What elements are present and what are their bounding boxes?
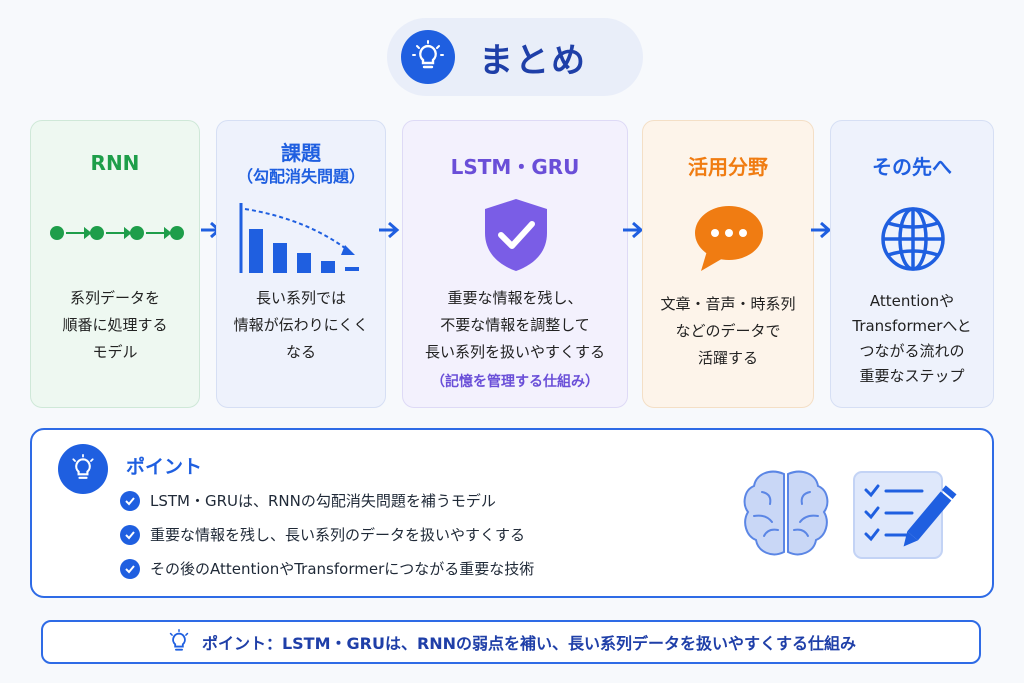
card-lstm-gru-body: 重要な情報を残し、不要な情報を調整して長い系列を扱いやすくする [424, 289, 605, 361]
points-title: ポイント [126, 456, 203, 478]
card-rnn: RNN 系列データを順番に処理するモデル [30, 120, 200, 408]
speech-bubble-icon [695, 206, 763, 271]
checklist-pen-icon [853, 471, 957, 559]
sequence-chain-icon [50, 226, 184, 240]
card-rnn-title: RNN [90, 151, 140, 175]
check-circle-icon [120, 558, 140, 579]
card-problem: 課題 （勾配消失問題） 長い系列では情報が伝わりにくくなる [216, 120, 386, 408]
page-title: まとめ [479, 40, 587, 81]
check-circle-icon [120, 524, 140, 545]
points-panel: ポイント LSTM・GRUは、RNNの勾配消失問題を補うモデル 重要な情報を残し… [30, 428, 994, 598]
lightbulb-icon [401, 30, 455, 84]
summary-title-pill: まとめ [387, 18, 643, 96]
card-applications-body: 文章・音声・時系列などのデータで活躍する [660, 295, 796, 367]
arrow-right-icon [379, 221, 400, 239]
card-problem-title: 課題 [281, 141, 321, 165]
lightbulb-icon [169, 629, 189, 651]
card-lstm-gru-title: LSTM・GRU [450, 155, 580, 179]
footer-text: ポイント：LSTM・GRUは、RNNの弱点を補い、長い系列データを扱いやすくする… [201, 634, 857, 653]
card-next-step-title: その先へ [872, 155, 952, 179]
vanishing-gradient-icon [239, 203, 359, 273]
lightbulb-icon [58, 444, 108, 494]
check-circle-icon [120, 490, 140, 511]
card-rnn-body: 系列データを順番に処理するモデル [62, 289, 168, 361]
arrow-right-icon [811, 221, 832, 239]
card-lstm-gru: LSTM・GRU 重要な情報を残し、不要な情報を調整して長い系列を扱いやすくする… [402, 120, 628, 408]
card-problem-subtitle: （勾配消失問題） [236, 167, 365, 186]
card-applications-title: 活用分野 [688, 155, 768, 179]
card-applications: 活用分野 文章・音声・時系列などのデータで活躍する [642, 120, 814, 408]
footer-summary: ポイント：LSTM・GRUは、RNNの弱点を補い、長い系列データを扱いやすくする… [41, 620, 981, 664]
arrow-right-icon [623, 221, 644, 239]
brain-icon [743, 470, 829, 556]
card-problem-body: 長い系列では情報が伝わりにくくなる [233, 289, 369, 361]
list-item: 重要な情報を残し、長い系列のデータを扱いやすくする [120, 524, 525, 545]
card-lstm-gru-note: （記憶を管理する仕組み） [431, 374, 599, 390]
shield-check-icon [485, 199, 547, 271]
list-item: LSTM・GRUは、RNNの勾配消失問題を補うモデル [120, 490, 496, 511]
list-item: その後のAttentionやTransformerにつながる重要な技術 [120, 558, 534, 579]
globe-icon [881, 207, 945, 271]
